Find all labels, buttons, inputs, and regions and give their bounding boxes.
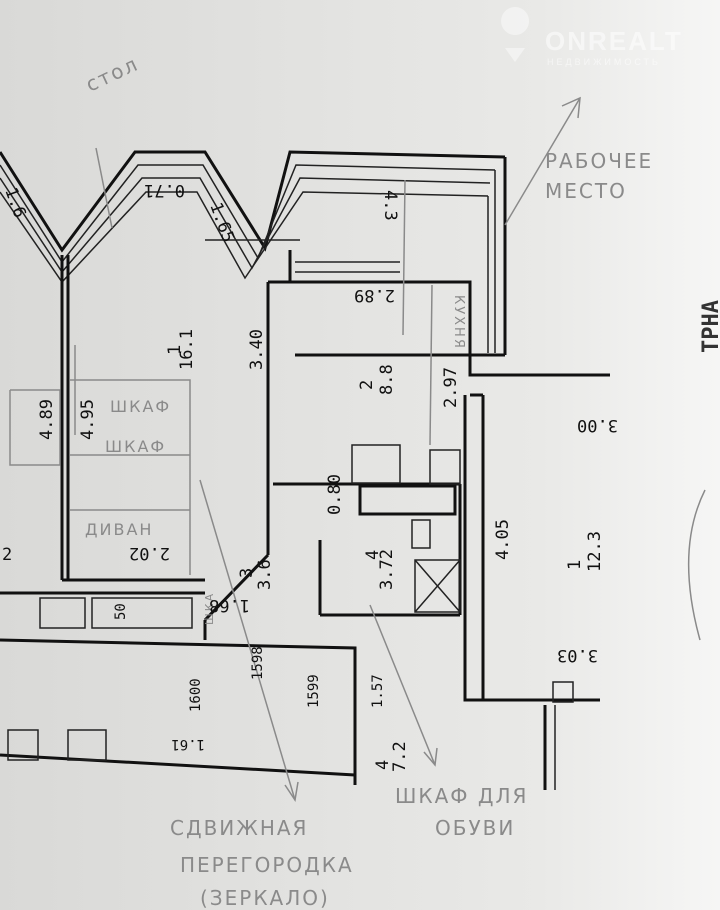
dim-right-lower: 3.03: [557, 645, 598, 665]
stamp-text: ТРНА: [699, 300, 720, 353]
note-workplace-2: МЕСТО: [545, 179, 627, 203]
dim-room-bottom: 2.02: [129, 543, 170, 563]
note-shoe-cabinet-2: ОБУВИ: [435, 816, 515, 840]
dim-corridor-side: 1.57: [370, 674, 386, 708]
location-pin-icon: [501, 7, 530, 62]
dim-bay-mid: 0.71: [144, 180, 185, 200]
lower-number: 4: [373, 760, 393, 770]
handwritten-labels: стол РАБОЧЕЕ МЕСТО КУХНЯ ШКАФ ШКАФ ДИВАН…: [82, 51, 653, 910]
kitchen-area: 8.8: [377, 364, 397, 395]
dim-kitchen-right: 2.97: [441, 367, 461, 408]
kitchen-number: 2: [357, 380, 377, 390]
watermark-tagline: НЕДВИЖИМОСТЬ: [547, 57, 661, 67]
dim-corridor-2: 1598: [250, 646, 266, 680]
note-wardrobe-2: ШКАФ: [105, 437, 166, 456]
dim-bottom: 1.61: [171, 736, 205, 752]
dim-corridor-1: 1600: [188, 678, 204, 712]
watermark-brand: ONREALT: [545, 26, 683, 56]
watermark-logo: ONREALT НЕДВИЖИМОСТЬ: [501, 7, 683, 67]
note-partition-3: (ЗЕРКАЛО): [200, 886, 330, 910]
dimension-labels: 1.6 0.71 1.65 4.3 2.89 3.40 2.97 4.89 4.…: [0, 180, 618, 752]
dim-room-inner: 4.95: [78, 399, 98, 440]
dim-room-outer: 4.89: [37, 399, 57, 440]
room-labels: 1 16.1 2 8.8 3 3.6 4 3.72 1 12.3 4 7.2: [165, 329, 605, 772]
dim-cabinet: 50: [113, 603, 129, 620]
note-partition-2: ПЕРЕГОРОДКА: [180, 853, 354, 877]
right-room-area: 12.3: [585, 531, 605, 572]
note-wardrobe-1: ШКАФ: [110, 397, 171, 416]
right-room-number: 1: [565, 560, 585, 570]
dim-balcony: 4.3: [380, 190, 400, 221]
note-sofa: ДИВАН: [85, 520, 153, 539]
walls: [0, 239, 610, 790]
room1-area: 16.1: [177, 329, 197, 370]
dim-door: 0.80: [325, 474, 345, 515]
lower-area: 7.2: [390, 741, 410, 772]
note-kitchen: КУХНЯ: [451, 295, 466, 350]
dim-kitchen-left: 3.40: [247, 329, 267, 370]
dim-right-side: 4.05: [493, 519, 513, 560]
dim-kitchen-top: 2.89: [354, 285, 395, 305]
note-partition-1: СДВИЖНАЯ: [170, 816, 308, 840]
dim-corridor-3: 1599: [306, 674, 322, 708]
dim-right-top: 3.00: [577, 415, 618, 435]
dim-hall-bottom: 1.68: [209, 595, 250, 615]
note-shoe-cabinet-1: ШКАФ ДЛЯ: [395, 784, 528, 808]
pen-annotations: [9, 96, 706, 802]
bath-area: 3.72: [377, 549, 397, 590]
note-workplace-1: РАБОЧЕЕ: [545, 149, 653, 173]
bath-number: 4: [363, 550, 383, 560]
hall-number: 3: [237, 568, 257, 578]
hall-area: 3.6: [255, 559, 275, 590]
dim-cut-left: 2: [2, 545, 12, 565]
note-corridor-wardrobe: ШКА: [203, 592, 216, 625]
room1-number: 1: [165, 345, 185, 355]
